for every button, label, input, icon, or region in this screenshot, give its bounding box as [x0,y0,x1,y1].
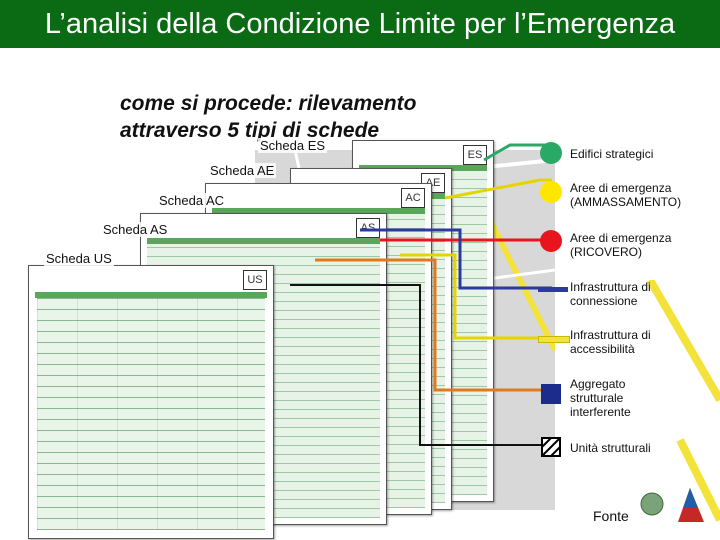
blue-square-icon [541,384,561,404]
sheet-label-ac: Scheda AC [157,193,227,208]
source-label: Fonte [593,508,629,524]
sheet-us: US [28,265,274,539]
legend-edifici-strategici: Edifici strategici [570,147,654,161]
sheet-label-es: Scheda ES [258,138,328,153]
slide-title: L’analisi della Condizione Limite per l’… [0,0,720,48]
sheet-label-us: Scheda US [44,251,114,266]
sheet-ac-code: AC [401,188,425,208]
red-circle-icon [540,230,562,252]
sheet-label-ae: Scheda AE [208,163,277,178]
legend-infrastruttura-connessione: Infrastruttura di connessione [570,280,651,308]
blue-line-icon [538,287,568,292]
legend-aggregato-strutturale: Aggregato strutturale interferente [570,377,631,419]
green-circle-icon [540,142,562,164]
yellow-line-icon [538,336,570,343]
map-yellow-road [646,280,720,522]
legend-aree-ammassamento: Aree di emergenza (AMMASSAMENTO) [570,181,682,209]
hatched-square-icon [541,437,561,457]
subtitle-line-2: attraverso 5 tipi di schede [120,119,380,142]
subtitle-line-1: come si procede: rilevamento [120,92,417,115]
protezione-civile-logo [640,488,704,522]
legend-infrastruttura-accessibilita: Infrastruttura di accessibilità [570,328,651,356]
sheet-es-code: ES [463,145,487,165]
legend-aree-ricovero: Aree di emergenza (RICOVERO) [570,231,672,259]
sheet-us-code: US [243,270,267,290]
sheet-label-as: Scheda AS [101,222,170,237]
slide-subtitle: come si procede: rilevamento attraverso … [120,90,416,144]
legend-unita-strutturali: Unità strutturali [570,441,651,455]
sheet-us-form [37,298,265,530]
yellow-circle-icon [540,181,562,203]
